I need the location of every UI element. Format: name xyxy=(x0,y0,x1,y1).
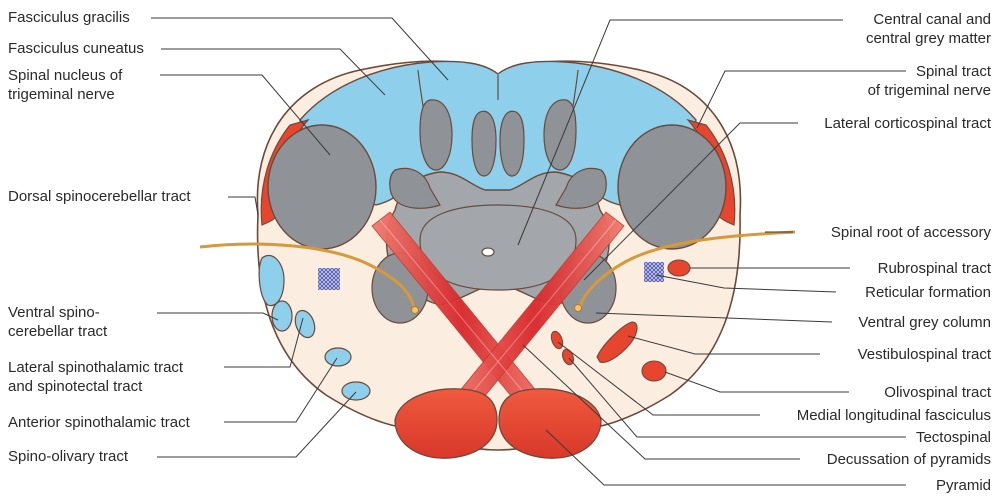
label-lateral-spinothalamic: Lateral spinothalamic tract and spinotec… xyxy=(8,358,183,396)
label-spino-olivary: Spino-olivary tract xyxy=(8,447,128,466)
label-ventral-spinocerebellar: Ventral spino- cerebellar tract xyxy=(8,303,107,341)
reticular-formation-right xyxy=(644,262,664,282)
label-lateral-spinothalamic-line1: Lateral spinothalamic tract xyxy=(8,358,183,377)
label-spinal-root-accessory: Spinal root of accessory xyxy=(831,223,991,242)
label-spinal-nucleus-line1: Spinal nucleus of xyxy=(8,66,122,85)
label-spinal-tract-trigeminal: Spinal tract of trigeminal nerve xyxy=(868,62,991,100)
label-spinal-nucleus-trigeminal: Spinal nucleus of trigeminal nerve xyxy=(8,66,122,104)
label-vestibulospinal: Vestibulospinal tract xyxy=(858,345,991,364)
label-ventral-grey-column: Ventral grey column xyxy=(858,313,991,332)
label-spinal-nucleus-line2: trigeminal nerve xyxy=(8,85,122,104)
label-rubrospinal: Rubrospinal tract xyxy=(878,259,991,278)
central-canal xyxy=(482,248,494,256)
label-spinal-tract-line1: Spinal tract xyxy=(868,62,991,81)
label-medial-longitudinal: Medial longitudinal fasciculus xyxy=(797,406,991,425)
spinal-nucleus-trigeminal-left xyxy=(268,125,376,249)
pyramid-right xyxy=(499,389,601,458)
label-fasciculus-gracilis: Fasciculus gracilis xyxy=(8,8,130,27)
pyramid-left xyxy=(395,389,497,458)
label-olivospinal: Olivospinal tract xyxy=(884,383,991,402)
label-central-canal-line2: central grey matter xyxy=(866,29,991,48)
label-pyramid: Pyramid xyxy=(936,476,991,495)
label-ventral-spino-line2: cerebellar tract xyxy=(8,322,107,341)
label-fasciculus-cuneatus: Fasciculus cuneatus xyxy=(8,39,144,58)
label-spinal-tract-line2: of trigeminal nerve xyxy=(868,81,991,100)
label-central-canal: Central canal and central grey matter xyxy=(866,10,991,48)
label-reticular-formation: Reticular formation xyxy=(865,283,991,302)
label-lateral-corticospinal: Lateral corticospinal tract xyxy=(824,114,991,133)
label-anterior-spinothalamic: Anterior spinothalamic tract xyxy=(8,413,190,432)
label-tectospinal: Tectospinal xyxy=(916,428,991,447)
label-central-canal-line1: Central canal and xyxy=(866,10,991,29)
spinal-nucleus-trigeminal-right xyxy=(618,125,726,249)
label-dorsal-spinocerebellar: Dorsal spinocerebellar tract xyxy=(8,187,191,206)
label-ventral-spino-line1: Ventral spino- xyxy=(8,303,107,322)
label-decussation-of-pyramids: Decussation of pyramids xyxy=(827,450,991,469)
reticular-formation-left xyxy=(318,268,340,290)
label-lateral-spinothalamic-line2: and spinotectal tract xyxy=(8,377,183,396)
